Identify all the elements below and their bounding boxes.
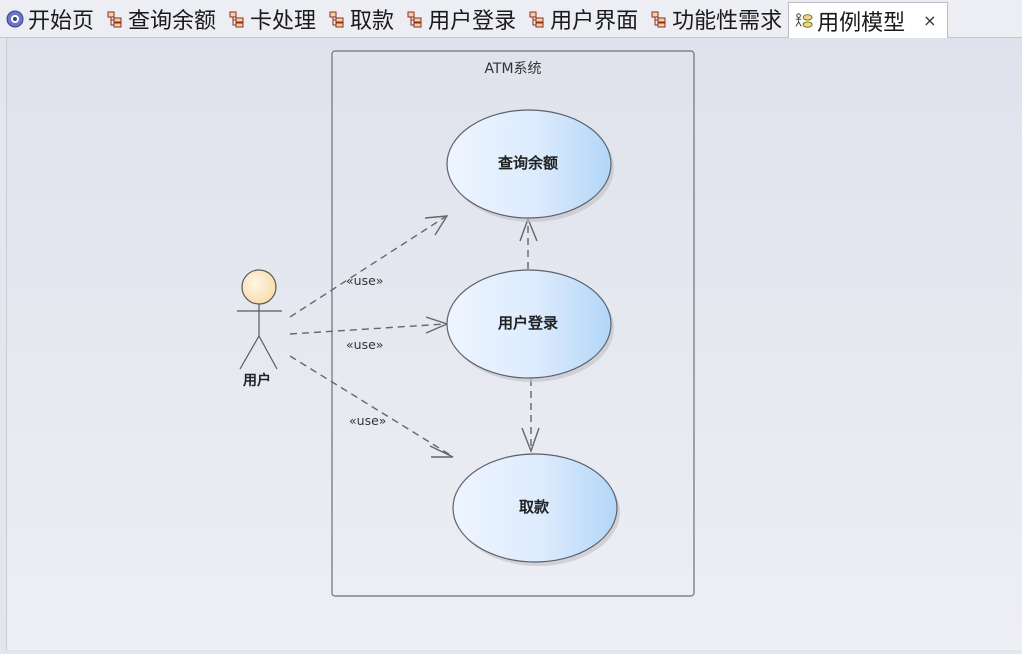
use-link-to-login[interactable] [289,323,446,335]
package-diagram-icon [406,10,424,28]
system-boundary[interactable]: ATM系统 [331,50,695,597]
tab-user-login[interactable]: 用户登录 [400,0,522,37]
arrowhead [429,445,454,458]
start-page-icon [6,10,24,28]
stereotype-label-withdraw: «use» [349,413,386,428]
use-case-withdraw[interactable]: 取款 [452,453,620,566]
package-diagram-icon [528,10,546,28]
use-case-label: 查询余额 [498,154,558,172]
tab-user-interface[interactable]: 用户界面 [522,0,644,37]
actor-user[interactable]: 用户 [237,269,282,389]
tab-card-processing[interactable]: 卡处理 [222,0,322,37]
tab-query-balance[interactable]: 查询余额 [100,0,222,37]
package-diagram-icon [228,10,246,28]
tab-label: 查询余额 [128,8,217,34]
system-boundary-label: ATM系统 [484,61,541,77]
tab-functional-requirements[interactable]: 功能性需求 [644,0,788,37]
stereotype-label-balance: «use» [346,273,383,288]
tab-label: 取款 [350,8,395,34]
tab-label: 卡处理 [250,8,317,34]
arrowhead [424,215,449,236]
tab-label: 用户登录 [428,8,517,34]
stereotype-label-login: «use» [346,337,383,352]
actor-head [241,269,277,305]
tab-label: 用例模型 [817,10,906,36]
diagram-canvas: ATM系统 «use» «use» «use» 查询余额 [6,38,1022,650]
diagram-tab-bar: 开始页 查询余额 卡处理 取款 用户登录 用户界面 功能性需求 [0,0,1022,38]
use-case-diagram-icon [795,12,813,30]
use-link-to-balance[interactable] [289,216,446,318]
use-case-query-balance[interactable]: 查询余额 [446,109,614,222]
use-case-label: 用户登录 [498,314,558,332]
tab-label: 功能性需求 [672,8,783,34]
tab-withdraw[interactable]: 取款 [322,0,400,37]
use-link-to-withdraw[interactable] [289,355,453,457]
close-icon[interactable]: × [923,11,937,30]
tab-label: 开始页 [28,8,95,34]
tab-start-page[interactable]: 开始页 [0,0,100,37]
use-case-label: 取款 [519,498,550,516]
tab-use-case-model[interactable]: 用例模型 × [788,2,948,38]
actor-label: 用户 [243,372,271,389]
arrowhead [521,427,540,454]
package-diagram-icon [106,10,124,28]
package-diagram-icon [328,10,346,28]
use-case-user-login[interactable]: 用户登录 [446,269,614,382]
package-diagram-icon [650,10,668,28]
tab-label: 用户界面 [550,8,639,34]
